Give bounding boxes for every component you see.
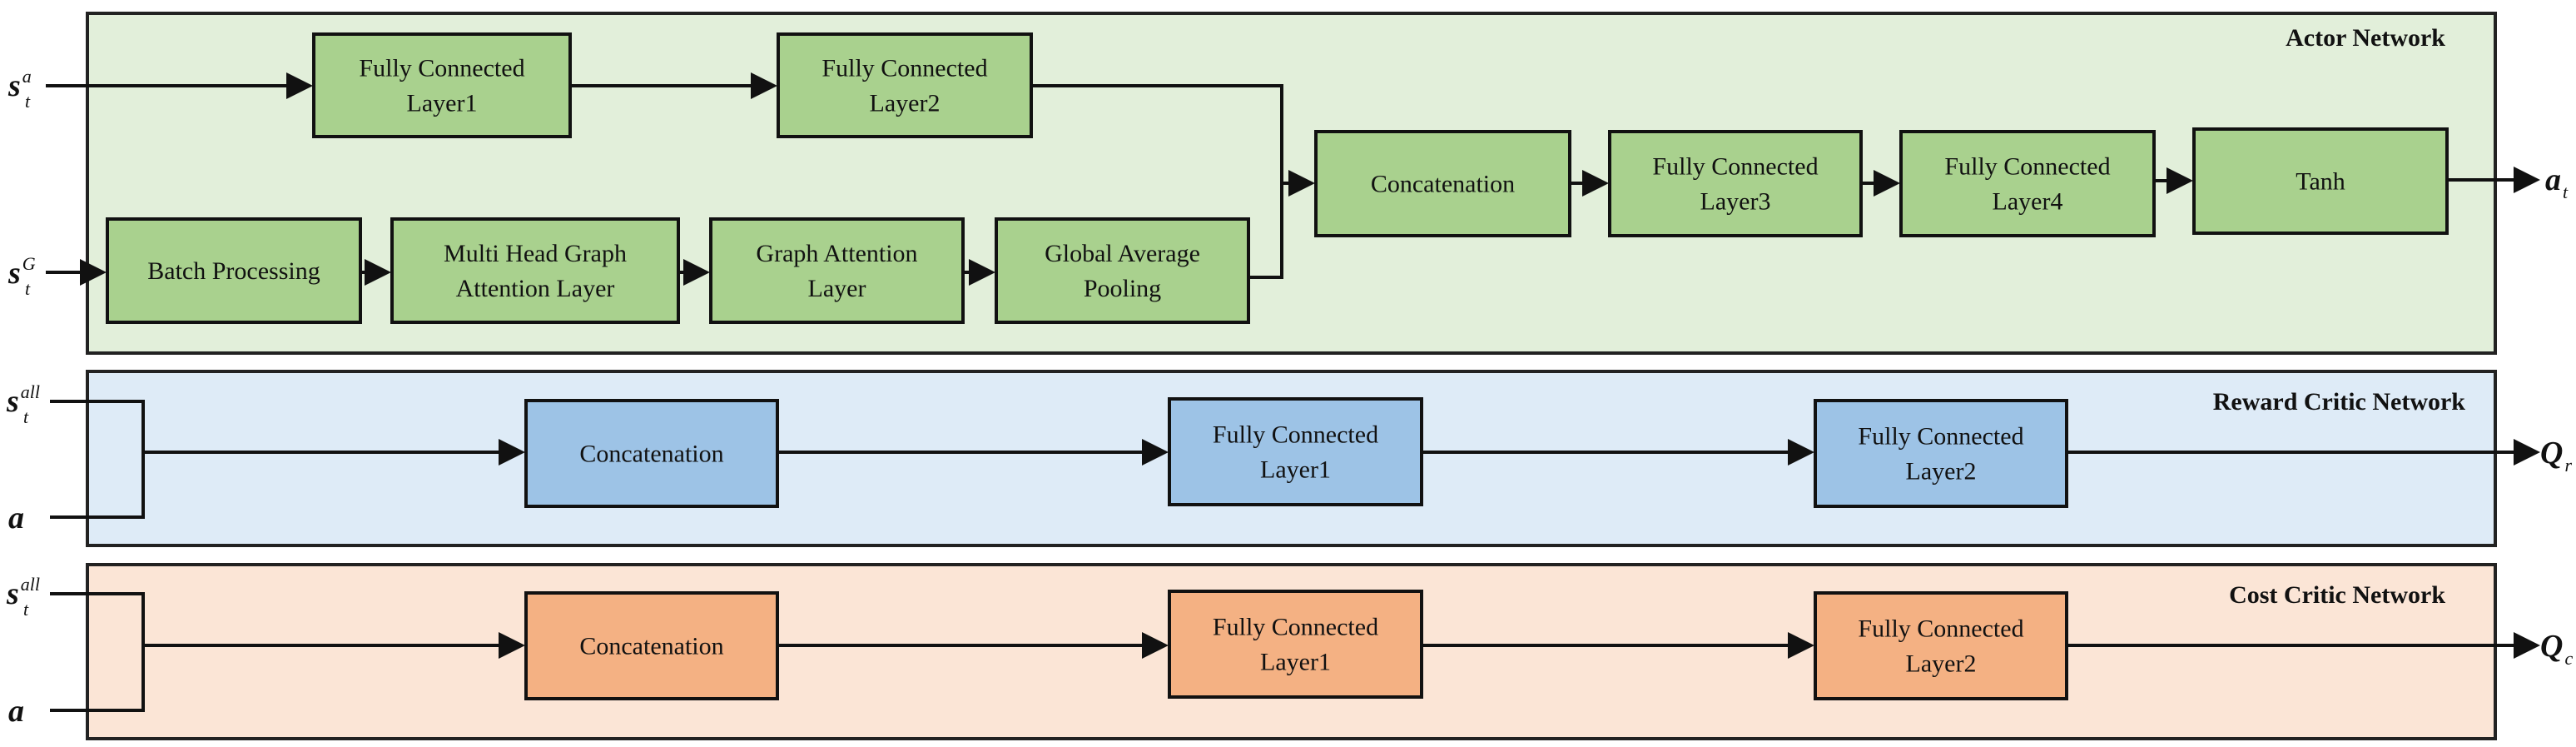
block-box xyxy=(709,217,965,324)
symbol-base: a xyxy=(2545,162,2561,197)
symbol-subscript: t xyxy=(25,91,31,112)
cost-input-s-t-all-label: sall t xyxy=(6,574,40,620)
block-label: Layer1 xyxy=(1260,456,1331,484)
block-label: Tanh xyxy=(2296,168,2345,196)
block-label: Fully Connected xyxy=(1944,153,2110,181)
block-box xyxy=(1168,590,1423,699)
block-label: Layer4 xyxy=(1993,188,2063,216)
cost-block-concat: Concatenation xyxy=(524,591,779,700)
symbol-superscript: G xyxy=(22,253,36,274)
symbol-base: a xyxy=(8,694,24,729)
block-label: Attention Layer xyxy=(456,275,615,302)
block-box xyxy=(1608,130,1863,237)
symbol-subscript: r xyxy=(2564,455,2572,476)
block-label: Fully Connected xyxy=(1858,423,2023,451)
reward-critic-title: Reward Critic Network xyxy=(2213,388,2466,416)
block-box xyxy=(777,32,1033,138)
block-label: Multi Head Graph xyxy=(444,240,627,267)
block-label: Layer2 xyxy=(870,90,941,117)
block-box xyxy=(524,399,779,508)
symbol-base: s xyxy=(6,384,19,419)
block-label: Layer1 xyxy=(407,90,478,117)
block-label: Batch Processing xyxy=(147,257,320,285)
block-box xyxy=(312,32,572,138)
block-label: Fully Connected xyxy=(1858,615,2023,643)
block-box xyxy=(1899,130,2156,237)
block-label: Layer2 xyxy=(1906,458,1977,486)
block-label: Fully Connected xyxy=(1213,614,1378,641)
block-label: Fully Connected xyxy=(821,55,987,82)
cost-critic-connectors xyxy=(50,592,2540,712)
symbol-base: a xyxy=(8,500,24,535)
reward-input-s-t-all-label: sall t xyxy=(6,381,40,427)
block-box xyxy=(1814,591,2068,700)
block-box xyxy=(2192,127,2449,235)
block-box xyxy=(1168,397,1423,506)
symbol-base: Q xyxy=(2540,629,2563,664)
reward-block-concat: Concatenation xyxy=(524,399,779,508)
cost-critic-title: Cost Critic Network xyxy=(2229,581,2445,609)
symbol-superscript: all xyxy=(21,381,40,402)
symbol-base: s xyxy=(7,68,21,103)
output-q-r-label: Qr xyxy=(2540,436,2572,476)
block-label: Concatenation xyxy=(579,441,723,468)
output-a-t-label: at xyxy=(2545,162,2569,202)
block-label: Layer3 xyxy=(1700,188,1771,216)
block-label: Concatenation xyxy=(579,633,723,660)
block-label: Fully Connected xyxy=(1213,421,1378,449)
output-q-c-label: Qc xyxy=(2540,629,2573,669)
symbol-base: Q xyxy=(2540,436,2563,471)
block-box xyxy=(106,217,362,324)
block-label: Fully Connected xyxy=(359,55,524,82)
block-label: Layer2 xyxy=(1906,650,1977,678)
actor-block-concat: Concatenation xyxy=(1314,130,1571,237)
block-label: Global Average xyxy=(1045,240,1200,267)
block-label: Graph Attention xyxy=(756,240,917,267)
reward-input-a-label: a xyxy=(8,500,24,535)
actor-connectors xyxy=(46,72,2540,286)
actor-block-tanh: Tanh xyxy=(2192,127,2449,235)
symbol-superscript: a xyxy=(22,66,32,87)
block-label: Fully Connected xyxy=(1652,153,1818,181)
actor-block-batch: Batch Processing xyxy=(106,217,362,324)
block-label: Layer1 xyxy=(1260,649,1331,676)
block-box xyxy=(390,217,680,324)
symbol-subscript: c xyxy=(2564,648,2573,669)
block-box xyxy=(1314,130,1571,237)
block-box xyxy=(995,217,1250,324)
block-box xyxy=(524,591,779,700)
block-box xyxy=(1814,399,2068,508)
symbol-subscript: t xyxy=(23,599,29,620)
cost-input-a-label: a xyxy=(8,694,24,729)
symbol-subscript: t xyxy=(23,406,29,427)
symbol-base: s xyxy=(6,576,19,611)
block-label: Concatenation xyxy=(1371,171,1515,198)
symbol-subscript: t xyxy=(25,278,31,299)
block-label: Pooling xyxy=(1084,275,1161,302)
symbol-superscript: all xyxy=(21,574,40,595)
reward-critic-connectors xyxy=(50,400,2540,519)
actor-network-title: Actor Network xyxy=(2286,24,2445,52)
symbol-base: s xyxy=(7,256,21,291)
symbol-subscript: t xyxy=(2563,182,2569,202)
block-label: Layer xyxy=(808,275,866,302)
